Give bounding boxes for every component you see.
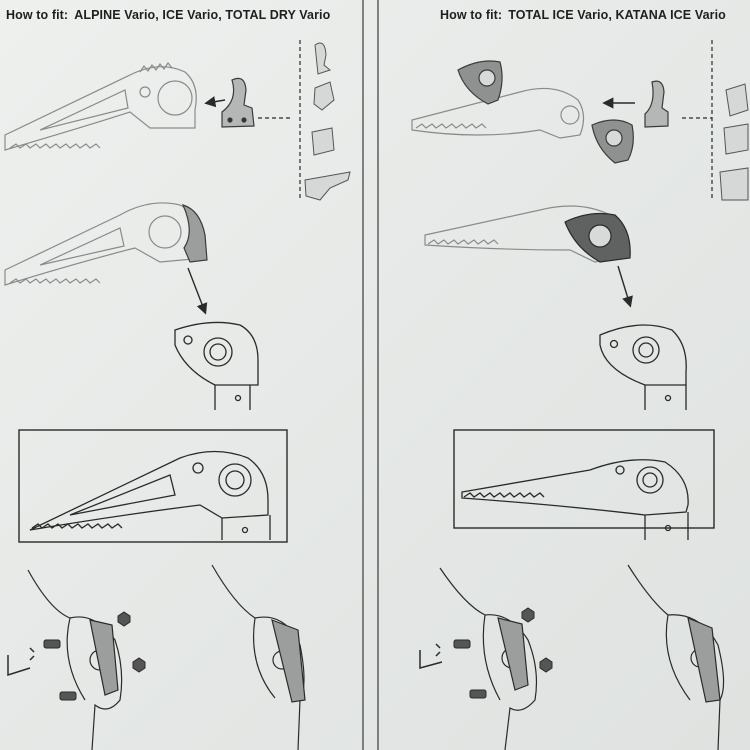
left-models-label: ALPINE Vario, ICE Vario, TOTAL DRY Vario	[74, 8, 331, 22]
right-models-label: TOTAL ICE Vario, KATANA ICE Vario	[508, 8, 726, 22]
left-bolts	[43, 611, 146, 701]
page-dividers	[362, 0, 379, 750]
right-how-to-fit-label: How to fit:	[440, 8, 503, 22]
left-weight-options	[304, 42, 351, 201]
left-fitted-weight	[181, 204, 208, 263]
right-panel-title: How to fit: TOTAL ICE Vario, KATANA ICE V…	[440, 8, 726, 22]
left-head-detail	[174, 321, 259, 410]
right-head-part-upper	[457, 60, 503, 105]
left-pick-step2	[4, 202, 206, 286]
left-how-to-fit-label: How to fit:	[6, 8, 69, 22]
right-assembly-fitted	[627, 564, 725, 750]
left-weight-part	[221, 77, 255, 128]
left-assembly-exploded	[27, 569, 123, 750]
right-arrow-step2	[617, 265, 633, 308]
right-result-box	[453, 429, 715, 529]
left-result-pick	[29, 450, 271, 540]
left-arrow-step1	[204, 96, 226, 108]
left-assembly-fitted	[211, 564, 306, 750]
right-hex-key-icon	[419, 643, 443, 669]
right-head-detail	[599, 324, 687, 410]
right-bolts	[453, 607, 553, 699]
right-weight-part	[644, 80, 669, 128]
left-pick-step1	[4, 61, 197, 151]
right-pick-step1	[411, 87, 585, 139]
left-panel-title: How to fit: ALPINE Vario, ICE Vario, TOTA…	[6, 8, 330, 22]
left-hex-key-icon	[7, 647, 35, 677]
right-head-part-lower	[591, 119, 634, 164]
right-result-pick	[461, 459, 689, 540]
left-arrow-step2	[187, 267, 208, 315]
right-weight-options	[719, 83, 749, 201]
right-assembly-exploded	[439, 567, 538, 750]
right-fitted-head	[564, 212, 631, 263]
left-result-box	[18, 429, 288, 543]
